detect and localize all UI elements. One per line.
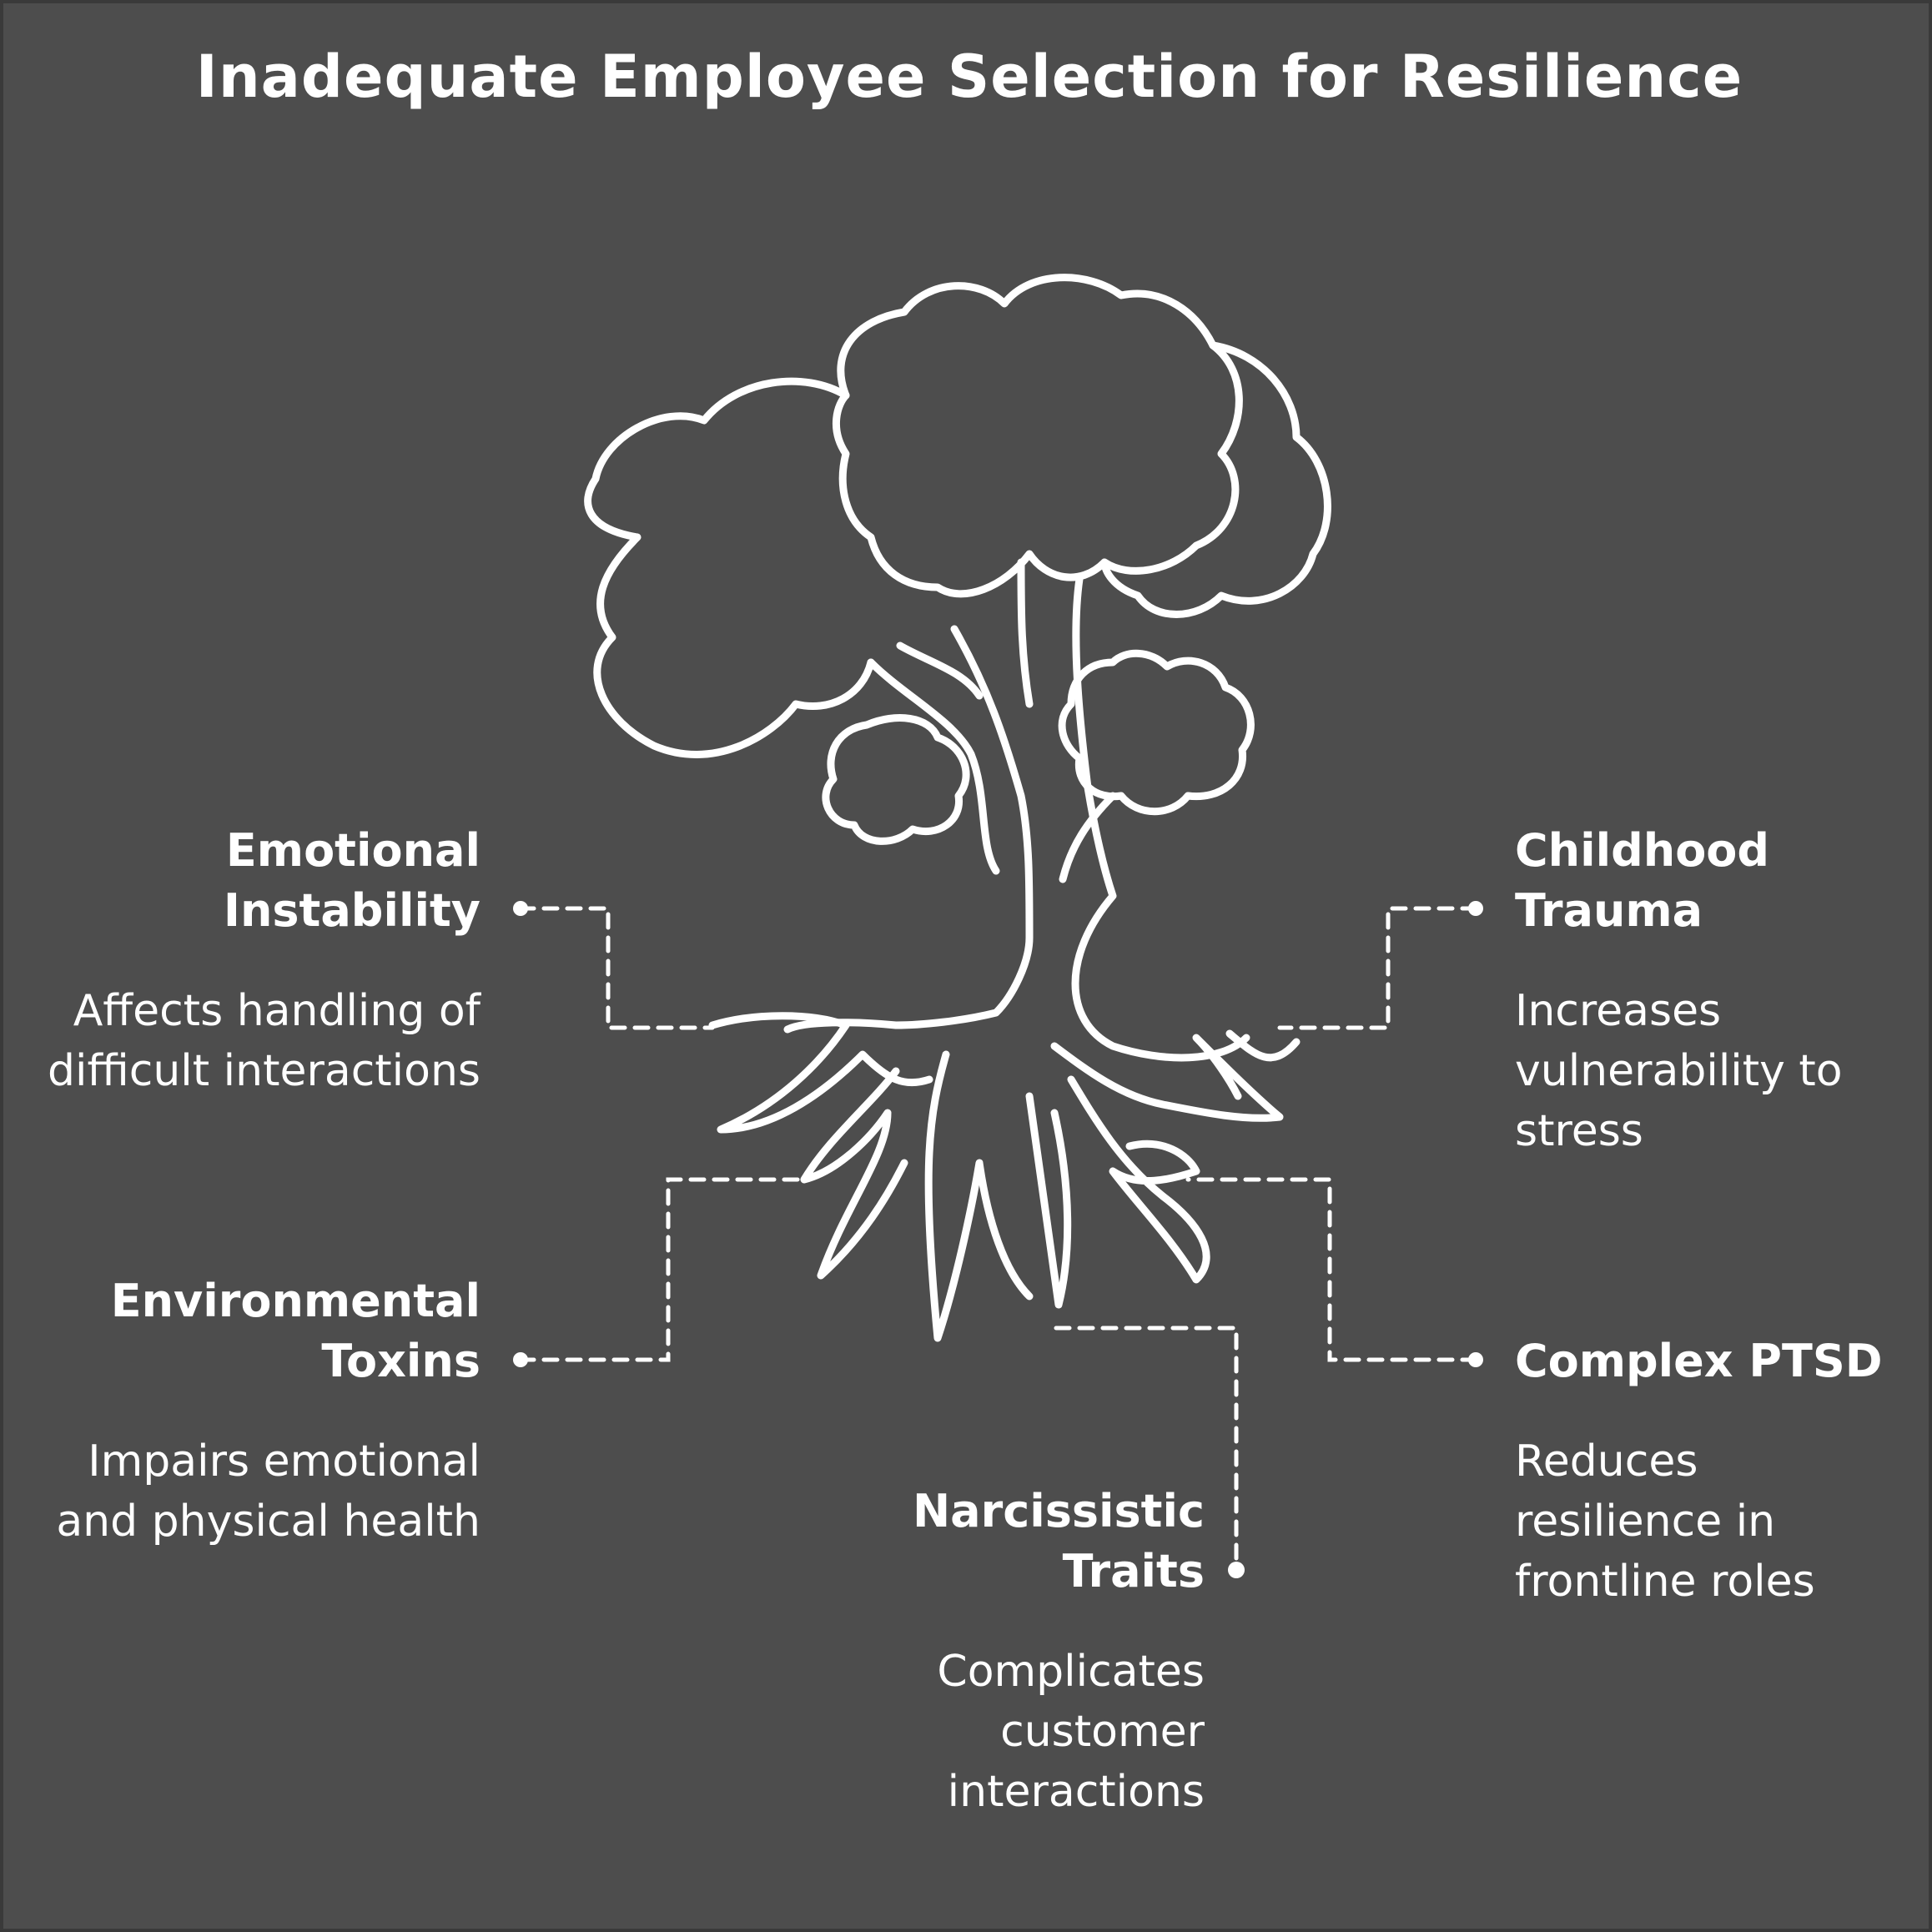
connector-complex-ptsd — [1185, 1177, 1478, 1362]
tree-trunk — [783, 558, 1250, 1062]
root-6 — [1050, 1034, 1284, 1122]
branch-left — [867, 658, 1000, 875]
connector-emotional-instability — [518, 906, 715, 1030]
factor-complex-ptsd: Complex PTSD Reduces resilience in front… — [1515, 1331, 1899, 1612]
factor-emotional-instability: Emotional Instability Affects handling o… — [13, 821, 480, 1101]
root-7 — [1225, 1029, 1301, 1062]
connector-dot-narcissistic-traits — [1228, 1562, 1245, 1578]
root-2 — [800, 1067, 908, 1280]
canopy-left-cloud — [584, 377, 875, 758]
connector-dot-emotional-instability — [513, 901, 528, 916]
factor-description: Impairs emotional and physical health — [56, 1436, 480, 1547]
factor-childhood-trauma: Childhood Trauma Increases vulnerability… — [1515, 821, 1899, 1161]
factor-description: Complicates customer interactions — [937, 1647, 1205, 1817]
root-3 — [924, 1050, 1034, 1342]
tree-canopy — [584, 274, 1331, 845]
root-1 — [708, 1012, 933, 1134]
factor-description: Affects handling of difficult interactio… — [48, 986, 480, 1096]
diagram-title: Inadequate Employee Selection for Resili… — [195, 43, 1743, 111]
factor-heading: Complex PTSD — [1515, 1335, 1883, 1387]
tree-roots — [708, 1012, 1301, 1342]
connector-childhood-trauma — [1277, 906, 1478, 1030]
connector-environmental-toxins — [518, 1177, 805, 1362]
factor-heading: Childhood Trauma — [1515, 824, 1770, 937]
tree-illustration — [513, 274, 1483, 1578]
connector-dot-complex-ptsd — [1468, 1352, 1483, 1367]
canopy-center-cloud — [832, 274, 1243, 598]
trunk-left-edge — [783, 625, 1034, 1034]
canopy-right-cloud — [1100, 341, 1331, 618]
connector-dot-environmental-toxins — [513, 1352, 528, 1367]
canopy-small-right-cloud — [1058, 649, 1255, 816]
factor-description: Increases vulnerability to stress — [1515, 986, 1843, 1156]
branch-left-inner — [896, 641, 984, 700]
factor-heading: Emotional Instability — [223, 824, 480, 937]
root-4 — [1025, 1092, 1072, 1309]
root-5 — [1067, 1075, 1210, 1284]
factor-environmental-toxins: Environmental Toxins Impairs emotional a… — [13, 1271, 480, 1552]
connector-narcissistic-traits — [1054, 1326, 1239, 1572]
canopy-small-left-cloud — [822, 714, 970, 845]
factor-description: Reduces resilience in frontline roles — [1515, 1436, 1815, 1607]
factor-narcissistic-traits: Narcissistic Traits Complicates customer… — [838, 1482, 1205, 1822]
trunk-right-edge — [1071, 575, 1250, 1062]
factor-heading: Environmental Toxins — [110, 1275, 480, 1387]
branch-right — [1059, 792, 1117, 883]
connector-dot-childhood-trauma — [1468, 901, 1483, 916]
factor-heading: Narcissistic Traits — [912, 1485, 1205, 1597]
branch-center — [1017, 558, 1034, 708]
